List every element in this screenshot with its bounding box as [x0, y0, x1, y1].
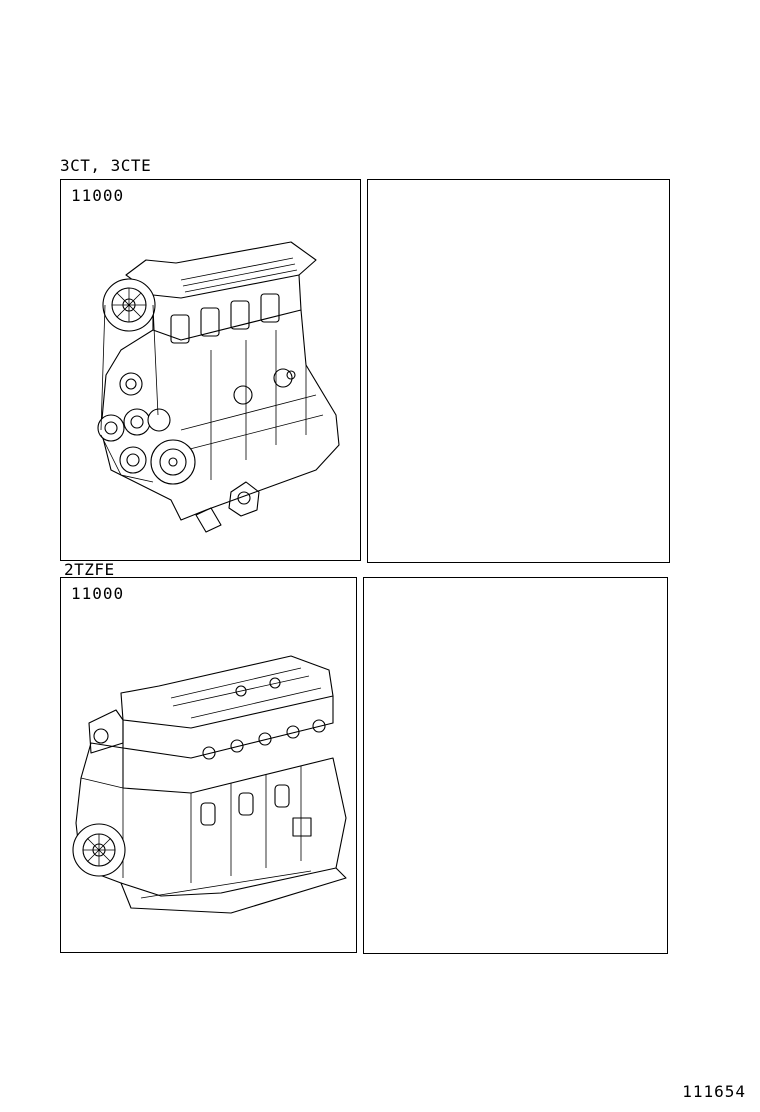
engine-assembly-3ct-illustration	[97, 241, 340, 533]
engine-panel-2tzfe[interactable]: 11000	[60, 577, 357, 953]
empty-panel-2tzfe	[363, 577, 668, 954]
engine-panel-3ct[interactable]: 11000	[60, 179, 361, 561]
section-label-3ct: 3CT, 3CTE	[60, 156, 152, 175]
part-number-3ct: 11000	[71, 186, 125, 205]
empty-panel-3ct	[367, 179, 670, 563]
section-label-2tzfe: 2TZFE	[64, 560, 115, 579]
part-number-2tzfe: 11000	[71, 584, 125, 603]
engine-assembly-2tzfe-illustration	[72, 655, 347, 914]
illustration-code: 111654	[682, 1082, 746, 1101]
